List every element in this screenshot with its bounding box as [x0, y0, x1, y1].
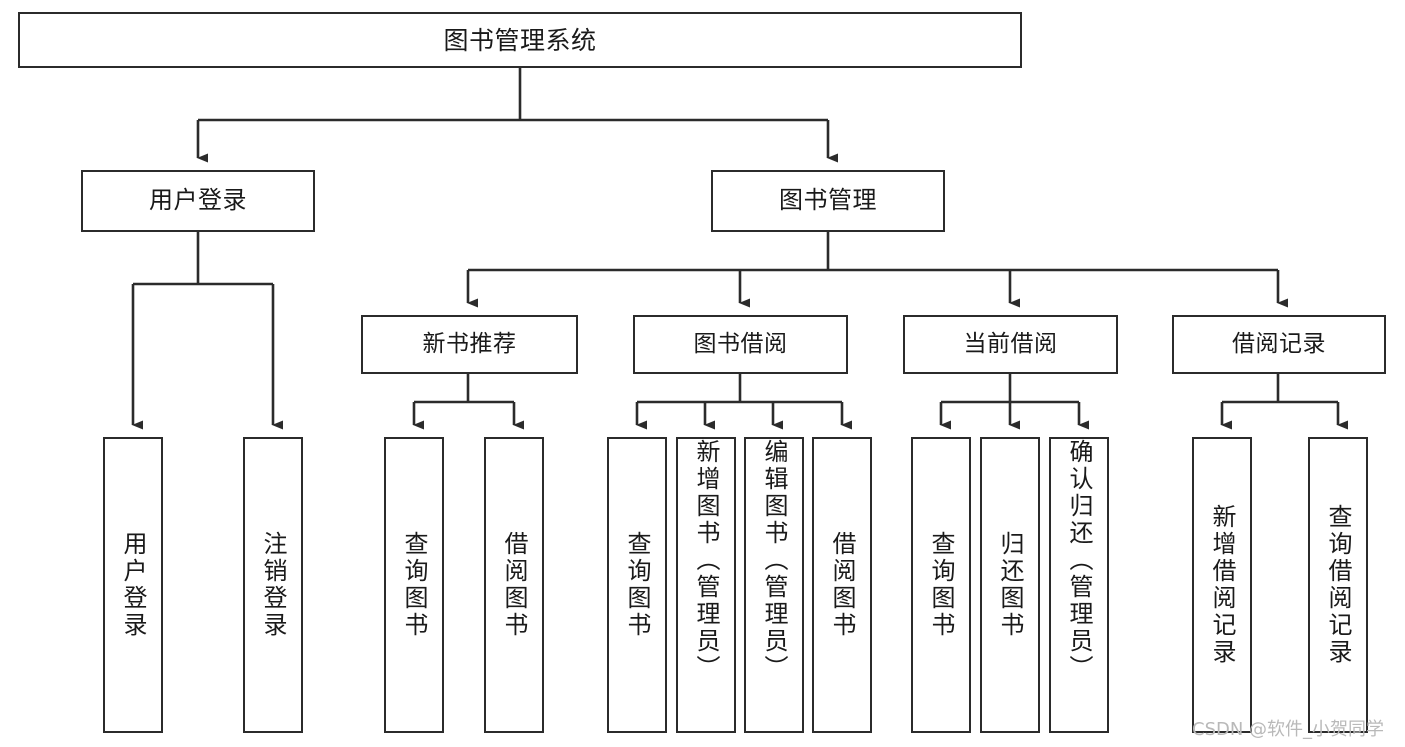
node-leaf-borrow-book-2-label: 借阅图书 [828, 531, 856, 639]
node-book-borrow-label: 图书借阅 [693, 331, 788, 358]
node-leaf-borrow-book-1[interactable]: 借阅图书 [484, 437, 544, 733]
node-leaf-query-record[interactable]: 查询借阅记录 [1308, 437, 1368, 733]
node-leaf-borrow-book-2[interactable]: 借阅图书 [812, 437, 872, 733]
node-current-borrow-label: 当前借阅 [963, 331, 1058, 358]
node-leaf-return-book-label: 归还图书 [996, 531, 1024, 639]
node-leaf-borrow-book-1-label: 借阅图书 [500, 531, 528, 639]
node-leaf-query-book-2[interactable]: 查询图书 [607, 437, 667, 733]
node-leaf-logout[interactable]: 注销登录 [243, 437, 303, 733]
node-new-book-recommend[interactable]: 新书推荐 [361, 315, 578, 374]
node-new-book-recommend-label: 新书推荐 [422, 331, 517, 358]
node-borrow-record[interactable]: 借阅记录 [1172, 315, 1386, 374]
node-leaf-confirm-return[interactable]: 确认归还（管理员） [1049, 437, 1109, 733]
node-borrow-record-label: 借阅记录 [1232, 331, 1326, 358]
node-book-manage-label: 图书管理 [779, 186, 877, 215]
node-leaf-add-record[interactable]: 新增借阅记录 [1192, 437, 1252, 733]
node-leaf-query-book-1-label: 查询图书 [400, 531, 428, 639]
node-leaf-user-login[interactable]: 用户登录 [103, 437, 163, 733]
node-book-manage[interactable]: 图书管理 [711, 170, 945, 232]
node-root[interactable]: 图书管理系统 [18, 12, 1022, 68]
node-current-borrow[interactable]: 当前借阅 [903, 315, 1118, 374]
node-leaf-query-book-3[interactable]: 查询图书 [911, 437, 971, 733]
node-leaf-query-record-label: 查询借阅记录 [1324, 504, 1352, 666]
node-leaf-add-book[interactable]: 新增图书（管理员） [676, 437, 736, 733]
node-leaf-query-book-1[interactable]: 查询图书 [384, 437, 444, 733]
node-leaf-logout-label: 注销登录 [259, 531, 287, 639]
node-root-label: 图书管理系统 [443, 25, 597, 55]
node-leaf-return-book[interactable]: 归还图书 [980, 437, 1040, 733]
node-leaf-query-book-3-label: 查询图书 [927, 531, 955, 639]
node-leaf-user-login-label: 用户登录 [119, 531, 147, 639]
node-user-login-label: 用户登录 [149, 186, 247, 215]
node-leaf-edit-book-label: 编辑图书（管理员） [760, 439, 788, 682]
node-leaf-query-book-2-label: 查询图书 [623, 531, 651, 639]
node-user-login[interactable]: 用户登录 [81, 170, 315, 232]
node-leaf-edit-book[interactable]: 编辑图书（管理员） [744, 437, 804, 733]
node-book-borrow[interactable]: 图书借阅 [633, 315, 848, 374]
node-leaf-add-book-label: 新增图书（管理员） [692, 439, 720, 682]
node-leaf-confirm-return-label: 确认归还（管理员） [1065, 439, 1093, 682]
node-leaf-add-record-label: 新增借阅记录 [1208, 504, 1236, 666]
